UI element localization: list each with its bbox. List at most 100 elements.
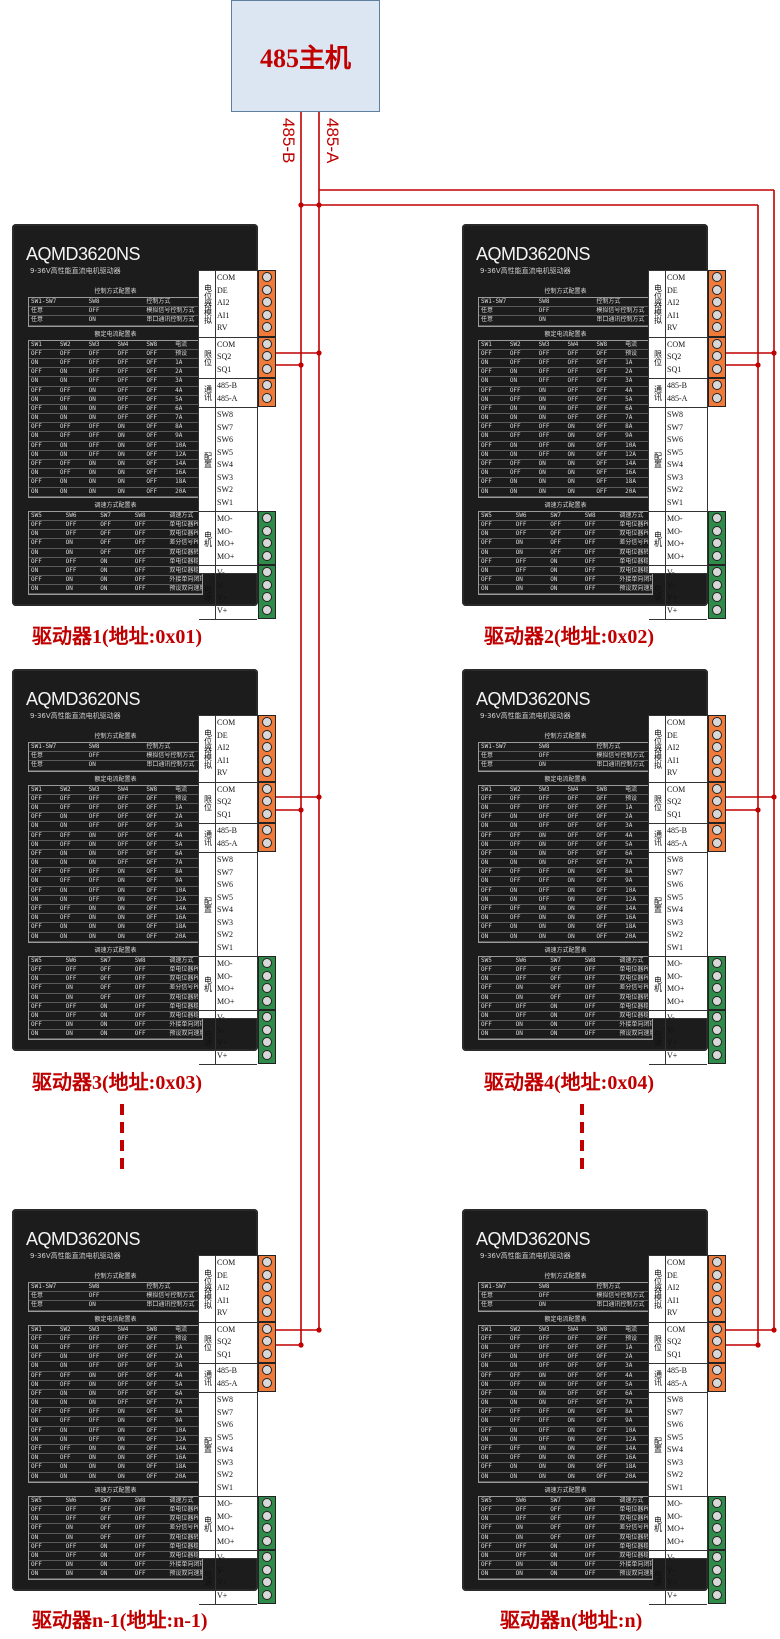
table-cell: ON [538,932,546,940]
terminal-screw [712,363,722,374]
table-cell: ON [509,813,518,821]
terminal-connector [258,715,276,782]
table-cell: ON [100,576,108,584]
table-cell: OFF [481,368,492,376]
table-cell: OFF [59,386,71,394]
table-cell: OFF [88,803,100,811]
table-header-cell: SW8 [596,785,608,793]
table-cell: OFF [596,895,608,903]
table-cell: OFF [146,404,158,412]
terminal-pin-label: AI1 [667,755,680,765]
table-cell: ON [31,377,39,385]
terminal-pin-label: SW1 [217,497,233,507]
table-header-cell: SW8 [596,1325,608,1333]
table-cell: OFF [59,914,71,922]
table-caption: 控制方式配置表 [94,733,137,740]
table-header-cell: 控制方式 [596,743,621,750]
table-cell: OFF [117,1362,129,1370]
table-cell: OFF [596,1472,608,1480]
table-cell: OFF [88,794,100,802]
terminal-group-name: 限位 [651,1322,666,1363]
terminal-pin-label: 485-B [667,381,687,390]
table-cell: OFF [584,993,596,1001]
terminal-screw [262,825,272,835]
table-cell: OFF [596,349,608,357]
table-cell: ON [31,1030,39,1038]
terminal-screw [262,380,272,390]
table-header-cell: 电流 [625,785,638,793]
table-cell: ON [88,1472,96,1480]
table-cell: 20A [175,932,186,940]
table-cell: 12A [175,450,186,458]
terminal-screw [712,1012,722,1022]
table-cell: OFF [134,585,146,593]
terminal-connector [708,511,726,565]
table-cell: OFF [146,868,158,876]
table-cell: OFF [65,1551,77,1559]
table-cell: OFF [481,923,492,931]
table-cell: 14A [625,1445,636,1452]
table-cell: 5A [175,395,183,403]
table-cell: ON [31,975,39,983]
table-cell: ON [481,1417,489,1425]
table-cell: OFF [88,368,100,376]
table-cell: OFF [481,441,492,449]
table-cell: OFF [567,1399,579,1407]
ellipsis-dot [580,1140,584,1151]
terminal-pin-label: SW8 [667,1395,683,1404]
terminal-screw [712,1307,722,1317]
table-cell: 18A [625,1463,636,1471]
table-cell: 串口通讯控制方式 [596,761,645,769]
table-cell: 10A [175,441,186,449]
table-cell: 3A [175,822,183,830]
table-cell: OFF [481,886,492,894]
table-cell: 双电位器转矩 [619,993,652,1001]
table-cell: OFF [134,1011,146,1019]
table-cell: 单电位器稳速 [619,1002,652,1010]
terminal-pin-label: COM [217,1324,236,1334]
table-cell: 双电位器PWM [169,975,202,983]
terminal-pin-label: SW6 [217,1420,233,1429]
terminal-pin-label: SQ1 [667,1349,682,1359]
table-cell: OFF [117,1389,129,1397]
table-cell: ON [538,1463,546,1471]
table-cell: ON [117,868,125,876]
terminal-pin-label: SQ1 [667,809,682,819]
table-cell: OFF [100,539,112,547]
table-cell: OFF [134,1002,146,1010]
terminal-screw [712,1523,722,1533]
table-cell: OFF [567,840,579,848]
table-cell: OFF [538,377,550,385]
table-cell: OFF [134,576,146,584]
table-cell: OFF [567,1371,579,1379]
table-header-cell: SW3 [538,340,550,348]
terminal-pin-label: V- [667,568,675,577]
table-cell: ON [31,1533,39,1541]
table-cell: OFF [596,1343,608,1351]
table-cell: OFF [117,358,129,366]
table-cell: OFF [481,423,492,431]
table-cell: ON [117,478,125,486]
table-cell: ON [550,576,558,584]
table-cell: OFF [596,395,608,403]
table-cell: OFF [100,548,112,556]
